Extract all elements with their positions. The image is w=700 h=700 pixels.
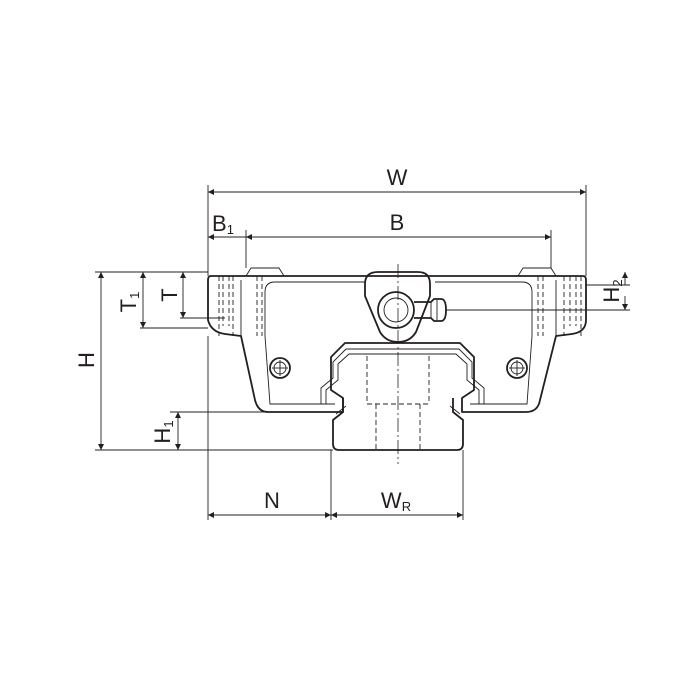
dim-label-H1: H1 xyxy=(150,420,176,443)
raceway-profile xyxy=(320,348,485,404)
dim-label-W: W xyxy=(387,165,408,190)
dim-label-T1: T1 xyxy=(116,292,142,313)
dim-label-B: B xyxy=(390,210,405,235)
flange-step-left xyxy=(245,267,285,277)
mounting-hole-left xyxy=(218,276,263,336)
dim-label-B1: B1 xyxy=(212,211,234,237)
dim-label-N: N xyxy=(264,488,280,513)
dim-label-H2: H2 xyxy=(599,279,625,302)
extension-lines xyxy=(95,185,630,520)
block-outline xyxy=(207,275,587,413)
block-inner-outline xyxy=(264,281,533,336)
flange-step-right xyxy=(517,267,557,277)
dim-label-T: T xyxy=(157,288,182,301)
dimension-lines xyxy=(98,189,628,518)
carriage-block xyxy=(207,267,587,413)
dim-label-H: H xyxy=(74,352,99,368)
seal-screw-left-icon xyxy=(269,357,291,379)
seal-screw-right-icon xyxy=(506,357,528,379)
mounting-hole-right xyxy=(537,276,582,336)
dim-label-WR: WR xyxy=(381,488,411,514)
grease-nipple xyxy=(364,271,447,343)
